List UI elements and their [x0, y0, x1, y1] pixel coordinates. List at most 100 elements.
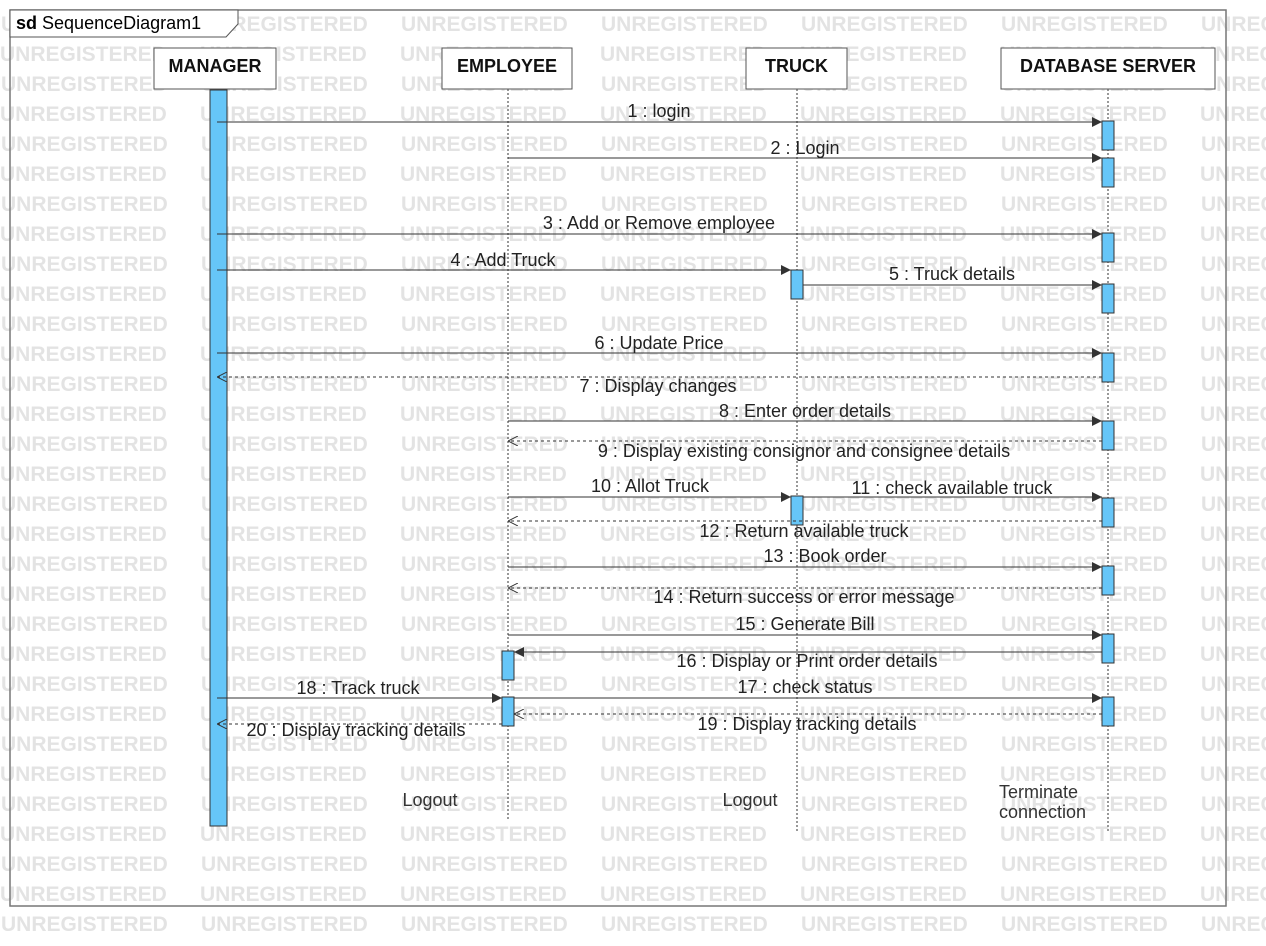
- watermark-text: UNREGISTERED: [801, 193, 968, 216]
- watermark-text: UNREGISTERED: [201, 913, 368, 936]
- watermark-text: UNREGISTERED: [801, 553, 968, 576]
- watermark-text: UNREGISTERED: [200, 103, 367, 126]
- watermark-text: UNREGISTERED: [1200, 403, 1266, 426]
- watermark-text: UNREGISTERED: [401, 13, 568, 36]
- lifeline-employee-label: EMPLOYEE: [457, 56, 557, 76]
- watermark-text: UNREGISTERED: [1001, 253, 1168, 276]
- diagram-frame: [9, 9, 1227, 907]
- message-18-label: 18 : Track truck: [296, 678, 420, 698]
- watermark-text: UNREGISTERED: [400, 883, 567, 906]
- watermark-text: UNREGISTERED: [1001, 673, 1168, 696]
- watermark-text: UNREGISTERED: [800, 763, 967, 786]
- activation-bar-db: [1101, 497, 1115, 528]
- activation-bar-db: [1101, 633, 1115, 664]
- watermark-text: UNREGISTERED: [600, 163, 767, 186]
- watermark-text: UNREGISTERED: [1, 553, 168, 576]
- watermark-text: UNREGISTERED: [800, 163, 967, 186]
- watermark-text: UNREGISTERED: [1001, 613, 1168, 636]
- watermark-text: UNREGISTERED: [1001, 493, 1168, 516]
- message-11-label: 11 : check available truck: [852, 478, 1054, 498]
- message-10-label: 10 : Allot Truck: [591, 476, 710, 496]
- watermark-text: UNREGISTERED: [401, 853, 568, 876]
- message-7-label: 7 : Display changes: [579, 376, 736, 396]
- note-2-line-1: Logout: [722, 790, 777, 810]
- watermark-text: UNREGISTERED: [201, 433, 368, 456]
- watermark-text: UNREGISTERED: [1000, 283, 1167, 306]
- watermark-text: UNREGISTERED: [1201, 493, 1266, 516]
- watermark-text: UNREGISTERED: [401, 793, 568, 816]
- watermark-text: UNREGISTERED: [1001, 313, 1168, 336]
- watermark-text: UNREGISTERED: [0, 163, 167, 186]
- watermark-text: UNREGISTERED: [1001, 853, 1168, 876]
- watermark-text: UNREGISTERED: [200, 163, 367, 186]
- message-6-label: 6 : Update Price: [594, 333, 723, 353]
- watermark-text: UNREGISTERED: [801, 673, 968, 696]
- watermark-text: UNREGISTERED: [1000, 823, 1167, 846]
- watermark-text: UNREGISTERED: [1001, 913, 1168, 936]
- watermark-text: UNREGISTERED: [801, 433, 968, 456]
- watermark-text: UNREGISTERED: [600, 883, 767, 906]
- watermark-text: UNREGISTERED: [800, 343, 967, 366]
- watermark-text: UNREGISTERED: [201, 853, 368, 876]
- message-4-label: 4 : Add Truck: [450, 250, 556, 270]
- message-1-label: 1 : login: [627, 101, 690, 121]
- watermark-text: UNREGISTERED: [1000, 163, 1167, 186]
- watermark-text: UNREGISTERED: [201, 673, 368, 696]
- watermark-text: UNREGISTERED: [1201, 253, 1266, 276]
- lifeline-manager-box[interactable]: [153, 47, 277, 90]
- message-9-label: 9 : Display existing consignor and consi…: [598, 441, 1010, 461]
- message-5-label: 5 : Truck details: [889, 264, 1015, 284]
- watermark-text: UNREGISTERED: [200, 463, 367, 486]
- watermark-text: UNREGISTERED: [600, 763, 767, 786]
- watermark-text: UNREGISTERED: [1, 733, 168, 756]
- watermark-text: UNREGISTERED: [400, 763, 567, 786]
- watermark-text: UNREGISTERED: [201, 313, 368, 336]
- watermark-text: UNREGISTERED: [1001, 553, 1168, 576]
- watermark-text: UNREGISTERED: [400, 283, 567, 306]
- lifeline-employee-box[interactable]: [441, 47, 573, 90]
- activation-bar-db: [1101, 157, 1115, 188]
- watermark-text: UNREGISTERED: [1201, 793, 1266, 816]
- message-2-label: 2 : Login: [770, 138, 839, 158]
- watermark-text: UNREGISTERED: [0, 883, 167, 906]
- watermark-text: UNREGISTERED: [201, 193, 368, 216]
- lifeline-truck-box[interactable]: [745, 47, 848, 90]
- watermark-text: UNREGISTERED: [200, 403, 367, 426]
- watermark-text: UNREGISTERED: [401, 433, 568, 456]
- watermark-text: UNREGISTERED: [401, 733, 568, 756]
- message-13-label: 13 : Book order: [763, 546, 886, 566]
- watermark-text: UNREGISTERED: [801, 313, 968, 336]
- watermark-text: UNREGISTERED: [801, 913, 968, 936]
- watermark-text: UNREGISTERED: [1201, 673, 1266, 696]
- watermark-text: UNREGISTERED: [201, 613, 368, 636]
- watermark-text: UNREGISTERED: [600, 523, 767, 546]
- watermark-text: UNREGISTERED: [801, 733, 968, 756]
- activation-bar-db: [1101, 352, 1115, 383]
- note-3-line-1: Terminate: [999, 782, 1078, 802]
- watermark-text: UNREGISTERED: [1201, 133, 1266, 156]
- watermark-text: UNREGISTERED: [401, 553, 568, 576]
- note-3-line-2: connection: [999, 802, 1086, 822]
- watermark-text: UNREGISTERED: [1001, 433, 1168, 456]
- watermark-text: UNREGISTERED: [1200, 283, 1266, 306]
- watermark-text: UNREGISTERED: [1200, 643, 1266, 666]
- message-14-label: 14 : Return success or error message: [653, 587, 954, 607]
- watermark-text: UNREGISTERED: [0, 283, 167, 306]
- watermark-text: UNREGISTERED: [401, 133, 568, 156]
- watermark-text: UNREGISTERED: [1001, 193, 1168, 216]
- watermark-text: UNREGISTERED: [1, 793, 168, 816]
- watermark-text: UNREGISTERED: [1001, 793, 1168, 816]
- watermark-text: UNREGISTERED: [0, 223, 167, 246]
- watermark-text: UNREGISTERED: [800, 403, 967, 426]
- watermark-text: UNREGISTERED: [201, 553, 368, 576]
- watermark-text: UNREGISTERED: [600, 703, 767, 726]
- lifeline-db-box[interactable]: [1000, 47, 1216, 90]
- watermark-text: UNREGISTERED: [1200, 763, 1266, 786]
- message-15-label: 15 : Generate Bill: [735, 614, 874, 634]
- watermark-text: UNREGISTERED: [1, 133, 168, 156]
- watermark-text: UNREGISTERED: [1, 193, 168, 216]
- watermark-text: UNREGISTERED: [0, 763, 167, 786]
- message-20-label: 20 : Display tracking details: [246, 720, 465, 740]
- watermark-text: UNREGISTERED: [1201, 313, 1266, 336]
